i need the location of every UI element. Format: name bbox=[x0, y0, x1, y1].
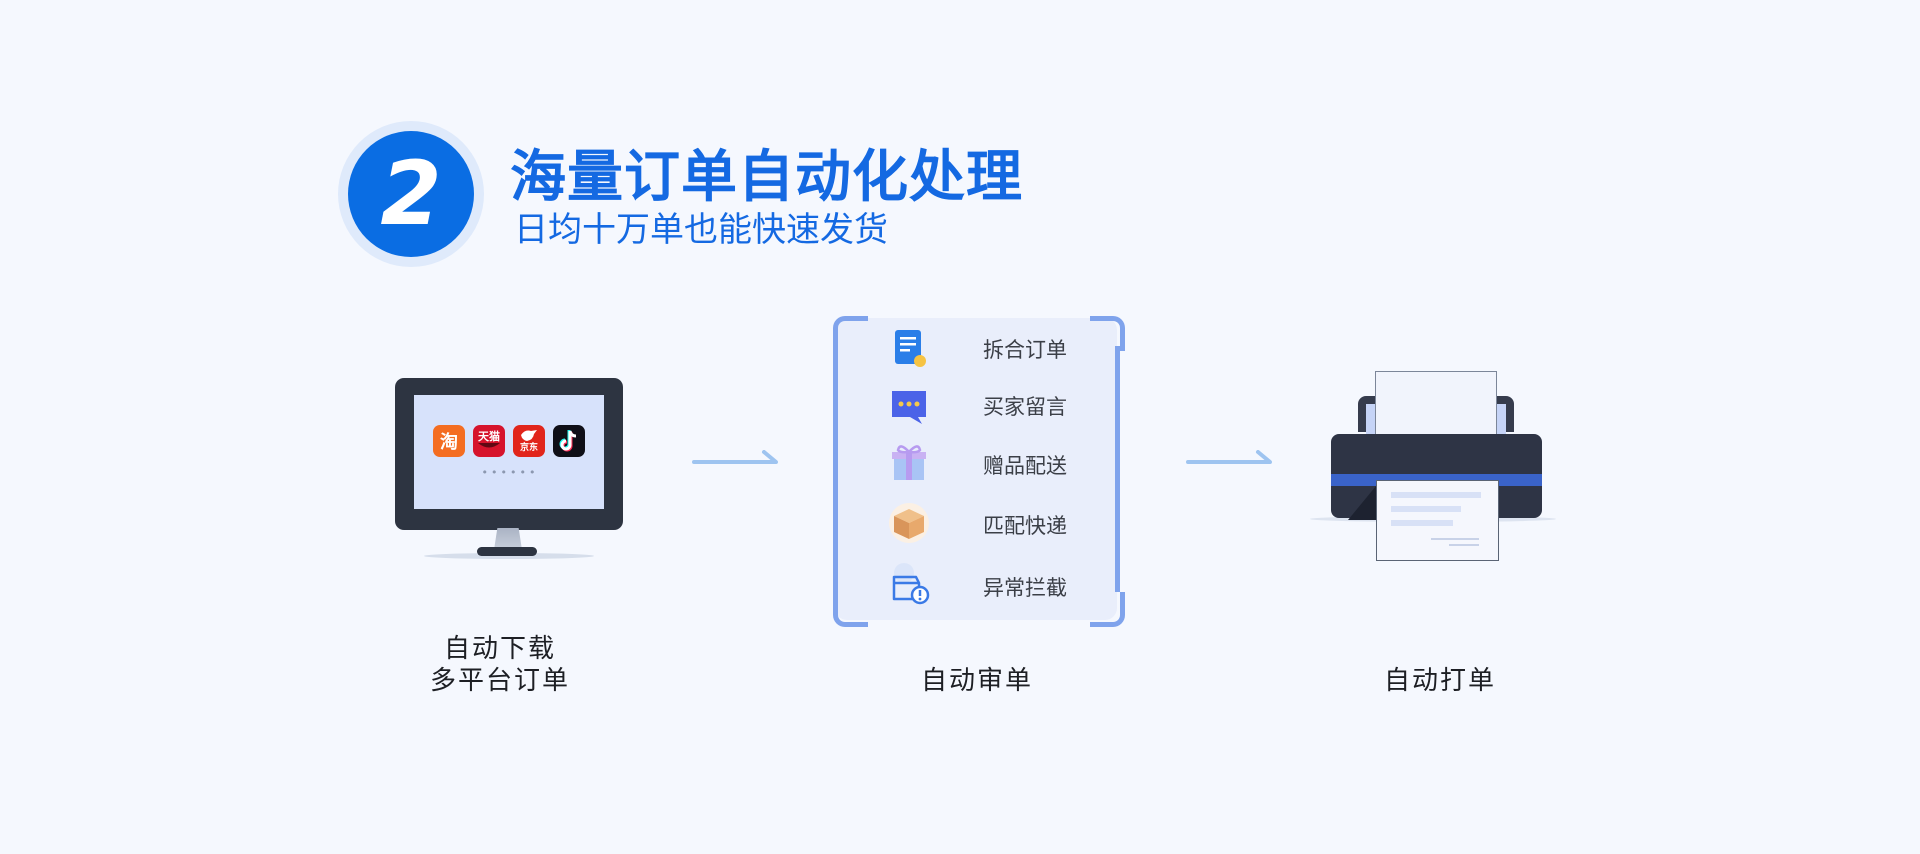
arrow-right-icon bbox=[1186, 450, 1272, 464]
printer-caption: 自动打单 bbox=[1383, 666, 1496, 696]
printed-line bbox=[1391, 520, 1453, 526]
jd-icon: 京东 bbox=[513, 425, 545, 457]
monitor-caption-line1: 自动下载 bbox=[443, 634, 556, 664]
printed-line bbox=[1431, 538, 1479, 540]
step-label-match-courier: 匹配快递 bbox=[983, 514, 1067, 538]
step-label-split-merge: 拆合订单 bbox=[983, 338, 1067, 362]
document-icon bbox=[895, 330, 926, 367]
panel-corner bbox=[833, 316, 868, 351]
printed-line bbox=[1391, 506, 1461, 512]
printed-line bbox=[1391, 492, 1481, 498]
panel-corner bbox=[1090, 316, 1125, 351]
monitor-stand-neck bbox=[494, 528, 522, 550]
gift-icon bbox=[892, 445, 926, 480]
douyin-icon bbox=[553, 425, 585, 457]
monitor-stand-base bbox=[477, 547, 537, 556]
panel-corner bbox=[833, 592, 868, 627]
panel-corner bbox=[1090, 592, 1125, 627]
panel-side bbox=[833, 346, 838, 592]
package-icon bbox=[889, 503, 929, 543]
arrow-right-icon bbox=[692, 450, 778, 464]
page-subtitle: 日均十万单也能快速发货 bbox=[514, 210, 888, 250]
step-number: 2 bbox=[380, 142, 442, 245]
tmall-icon: 天猫 bbox=[473, 425, 505, 457]
review-caption: 自动审单 bbox=[920, 666, 1033, 696]
alert-box-icon bbox=[892, 563, 930, 605]
step-label-buyer-message: 买家留言 bbox=[983, 395, 1067, 419]
taobao-icon: 淘 bbox=[433, 425, 465, 457]
step-label-gift-delivery: 赠品配送 bbox=[983, 454, 1067, 478]
page-title: 海量订单自动化处理 bbox=[510, 145, 1023, 210]
message-icon bbox=[892, 391, 926, 424]
panel-side bbox=[1115, 346, 1120, 592]
more-platforms-dots: •••••• bbox=[481, 466, 539, 479]
monitor-caption-line2: 多平台订单 bbox=[429, 666, 570, 696]
step-badge bbox=[348, 131, 474, 257]
printer-tray-shadow bbox=[1348, 486, 1376, 520]
monitor-shadow bbox=[424, 553, 594, 559]
review-steps-panel bbox=[835, 318, 1117, 620]
printer-input-paper bbox=[1375, 371, 1497, 437]
printed-line bbox=[1449, 544, 1479, 546]
step-label-exception-block: 异常拦截 bbox=[983, 576, 1067, 600]
